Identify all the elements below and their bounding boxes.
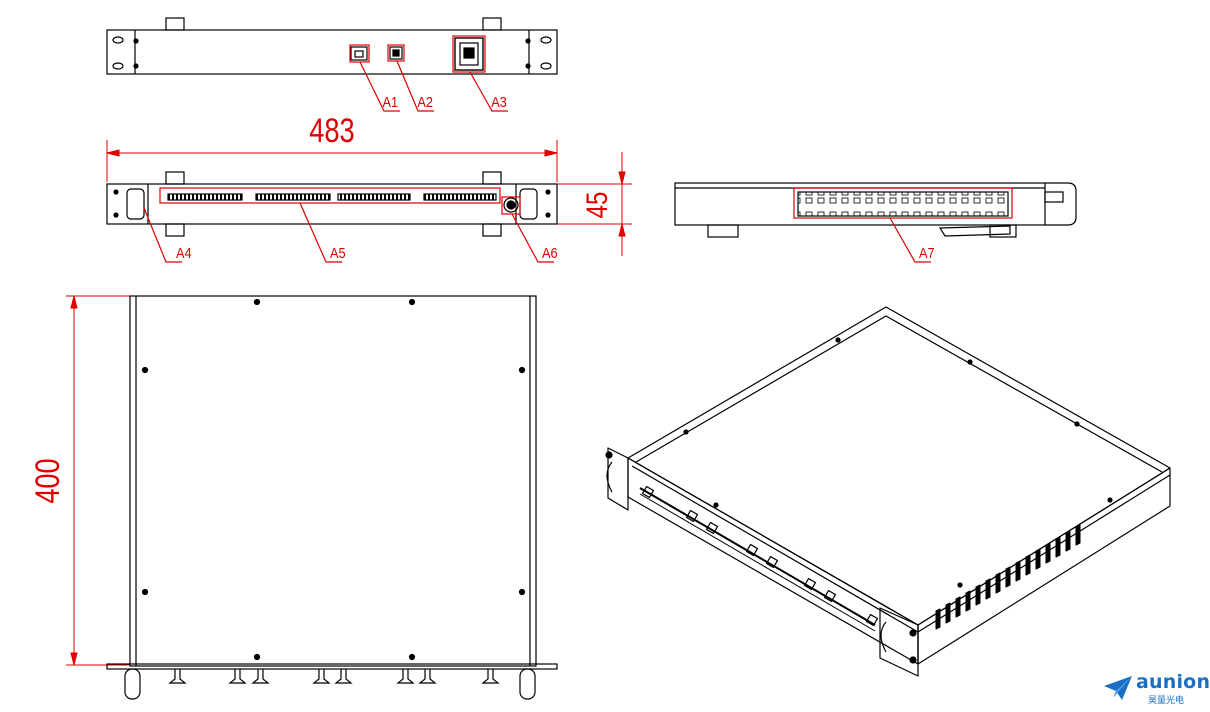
callout-a4: A4 <box>176 244 192 261</box>
isometric-view <box>605 306 1171 677</box>
top-view <box>106 295 558 700</box>
dimension-width: 483 <box>309 111 354 150</box>
logo-name: aunion <box>1136 671 1210 693</box>
callout-a5: A5 <box>330 244 346 261</box>
rear-callout-lines <box>349 35 508 112</box>
depth-dimension-400 <box>66 295 130 666</box>
side-view <box>674 182 1077 238</box>
front-dimension-483 <box>106 140 558 182</box>
rear-view <box>106 17 558 75</box>
callout-a2: A2 <box>417 93 433 110</box>
dimension-depth: 400 <box>28 458 67 503</box>
logo-subtitle: 昊量光电 <box>1148 696 1185 706</box>
brand-logo: aunion 昊量光电 <box>1102 671 1210 706</box>
front-callout-lines <box>143 187 554 263</box>
callout-a3: A3 <box>491 93 507 110</box>
paper-plane-icon <box>1104 676 1132 700</box>
side-callout-lines <box>793 187 1013 263</box>
front-view <box>106 171 558 237</box>
callout-a1: A1 <box>383 93 399 110</box>
callout-a6: A6 <box>542 244 558 261</box>
dimension-height: 45 <box>579 192 613 219</box>
callout-a7: A7 <box>919 244 935 261</box>
front-dimension-45 <box>557 152 632 256</box>
